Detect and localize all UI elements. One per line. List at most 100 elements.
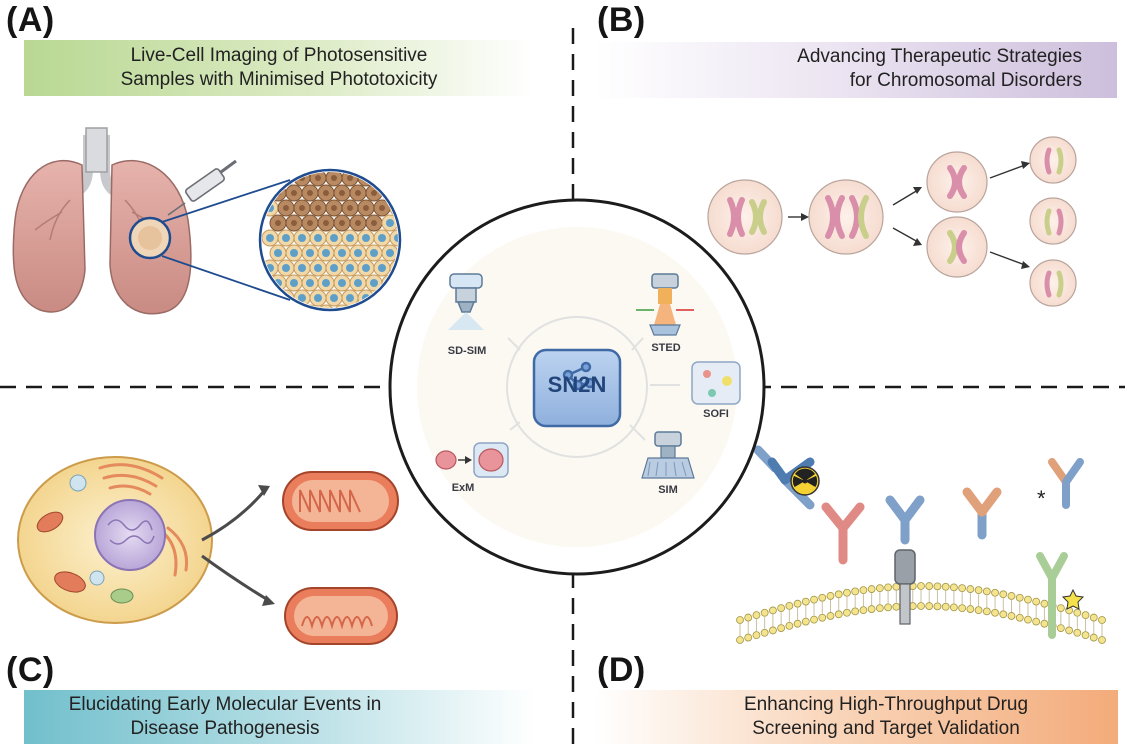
lipid-head — [875, 584, 884, 593]
tissue-cell-nucleus — [378, 294, 386, 302]
tissue-cell-nucleus — [299, 205, 305, 211]
tissue-cell-nucleus — [371, 220, 377, 226]
lipid-head — [1081, 631, 1090, 640]
lipid-head — [1073, 628, 1082, 637]
lipid-head — [1065, 626, 1073, 635]
tissue-cell-nucleus — [410, 174, 418, 182]
lipid-head — [966, 585, 975, 593]
lipid-head — [1098, 636, 1106, 644]
tissue-cell-nucleus — [394, 204, 398, 212]
lipid-head — [958, 604, 967, 613]
tissue-cell-nucleus — [378, 234, 386, 242]
chromosome-division — [707, 136, 1077, 307]
lipid-head — [843, 608, 851, 617]
tissue-cell — [406, 200, 422, 216]
lipid-head — [1032, 597, 1041, 606]
tissue-cell-nucleus — [314, 264, 322, 272]
lipid-head — [752, 631, 761, 640]
quadrant-d-banner: Enhancing High-Throughput Drug Screening… — [594, 690, 1118, 744]
tissue-cell — [397, 184, 398, 202]
sofi-panel-icon — [691, 361, 741, 405]
tissue-cell-nucleus — [307, 220, 313, 226]
lipid-head — [982, 607, 991, 616]
tissue-cell-nucleus — [355, 220, 361, 226]
lipid-head — [1015, 593, 1024, 602]
tissue-cell-nucleus — [346, 234, 354, 242]
tissue-cell — [414, 215, 430, 231]
tissue-cell-nucleus — [290, 309, 298, 317]
lipid-head — [1089, 613, 1098, 622]
quadrant-b-banner: Advancing Therapeutic Strategies for Chr… — [595, 42, 1117, 98]
lipid-head — [1015, 613, 1024, 622]
tissue-cell-nucleus — [306, 249, 314, 257]
tissue-cell-nucleus — [298, 234, 306, 242]
quadrant-dividers — [0, 28, 1125, 747]
lipid-head — [1081, 611, 1090, 620]
network-icon — [562, 361, 596, 391]
quadrant-b-title-line2: for Chromosomal Disorders — [849, 70, 1082, 91]
tissue-cell — [333, 304, 351, 308]
mitochondria-icon — [201, 471, 399, 645]
tissue-cell-nucleus — [402, 279, 410, 287]
lipid-head — [859, 606, 868, 615]
tissue-cell-nucleus — [418, 189, 426, 197]
lipid-head — [744, 613, 753, 622]
lipid-head — [769, 606, 777, 615]
lipid-head — [777, 604, 786, 613]
tissue-cell-nucleus — [402, 189, 410, 197]
lipid-head — [925, 602, 934, 610]
lipid-head — [991, 608, 999, 617]
tissue-cell-nucleus — [331, 205, 337, 211]
lipid-head — [793, 619, 802, 628]
lipid-head — [884, 603, 892, 612]
lipid-head — [760, 628, 769, 637]
quadrant-a-letter: (A) — [6, 1, 55, 39]
lipid-head — [1007, 592, 1016, 600]
tissue-cell — [397, 214, 398, 232]
exm-expansion-icon — [435, 442, 509, 478]
tissue-cell-nucleus — [315, 175, 321, 181]
lipid-head — [818, 593, 827, 602]
lipid-head — [1007, 612, 1016, 620]
tissue-cell-nucleus — [291, 190, 297, 196]
tissue-cell-nucleus — [298, 264, 306, 272]
tissue-cell-nucleus — [338, 249, 346, 257]
lipid-head — [867, 605, 876, 613]
sd-sim-microscope-icon — [448, 273, 484, 330]
tissue-cell — [317, 304, 335, 308]
lipid-head — [826, 592, 835, 600]
lipid-head — [999, 610, 1008, 619]
tissue-cell-nucleus — [354, 279, 362, 287]
tissue-cell-nucleus — [306, 279, 314, 287]
tissue-cell — [373, 172, 391, 187]
sd-sim-label: SD-SIM — [447, 345, 487, 357]
lipid-head — [933, 582, 942, 591]
tissue-cell-nucleus — [291, 220, 297, 226]
lipid-head — [974, 606, 983, 615]
lungs-icon — [12, 127, 192, 315]
tissue-cell-nucleus — [386, 249, 394, 257]
tissue-cell-nucleus — [330, 234, 338, 242]
tissue-cell-nucleus — [266, 294, 274, 302]
lipid-head — [1056, 604, 1065, 613]
lipid-head — [1024, 595, 1032, 604]
lipid-head — [777, 624, 786, 633]
lipid-head — [793, 599, 802, 608]
syringe-icon — [167, 159, 237, 216]
tissue-cell-nucleus — [354, 249, 362, 257]
tissue-cell-nucleus — [298, 294, 306, 302]
quadrant-c-title-line2: Disease Pathogenesis — [130, 718, 320, 739]
lipid-head — [744, 633, 753, 642]
tissue-cell-nucleus — [362, 264, 370, 272]
lipid-head — [834, 590, 843, 599]
quadrant-c-letter: (C) — [6, 651, 55, 689]
quadrant-c-banner: Elucidating Early Molecular Events in Di… — [24, 690, 536, 744]
tissue-cell-nucleus — [266, 174, 274, 182]
tissue-cell-nucleus — [307, 190, 313, 196]
tissue-cell-nucleus — [363, 205, 369, 211]
tissue-cell-nucleus — [322, 249, 330, 257]
tissue-cell-nucleus — [379, 175, 385, 181]
tissue-cell-nucleus — [362, 234, 370, 242]
tissue-cell-nucleus — [266, 234, 274, 242]
tissue-cell-nucleus — [274, 249, 282, 257]
